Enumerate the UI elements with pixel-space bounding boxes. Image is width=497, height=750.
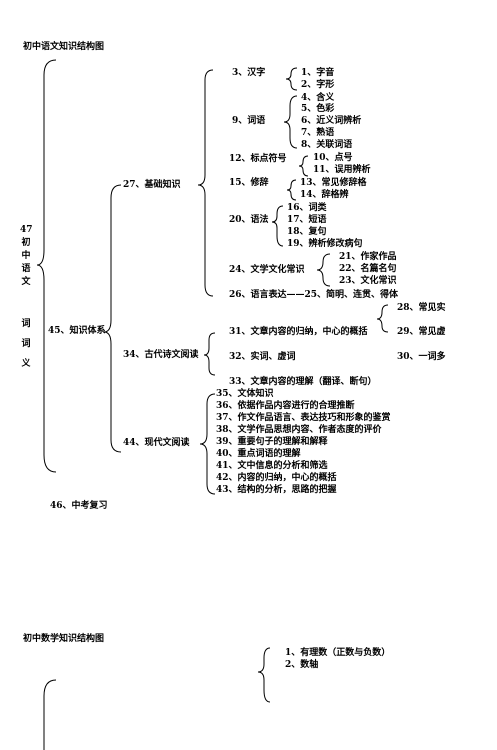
n9-bracket xyxy=(283,95,298,149)
math-items-bracket xyxy=(257,647,271,703)
node-31: 31、文章内容的归纳，中心的概括 xyxy=(229,327,368,337)
node-7: 7、熟语 xyxy=(301,128,335,138)
n34-bracket xyxy=(203,332,216,376)
node-13: 13、常见修辞格 xyxy=(300,178,367,188)
root-number: 47 xyxy=(20,225,33,235)
node-1: 1、字音 xyxy=(301,68,335,78)
node-16: 16、词类 xyxy=(287,203,327,213)
node-40: 40、重点词语的理解 xyxy=(216,449,301,459)
math-title: 初中数学知识结构图 xyxy=(23,634,105,644)
root-char-2: 中 xyxy=(21,251,31,261)
node-20: 20、语法 xyxy=(229,215,269,225)
node-12: 12、标点符号 xyxy=(229,154,287,164)
node-24: 24、文学文化常识 xyxy=(229,265,305,275)
n24-bracket xyxy=(316,253,331,287)
n12-bracket xyxy=(298,155,309,177)
node-19: 19、辨析修改病句 xyxy=(287,239,363,249)
node-37: 37、作文作品语言、表达技巧和形象的鉴赏 xyxy=(216,413,391,423)
n20-bracket xyxy=(271,205,284,247)
root-char-1: 初 xyxy=(21,238,31,248)
node-22: 22、名篇名句 xyxy=(339,264,397,274)
node-39: 39、重要句子的理解和解释 xyxy=(216,437,328,447)
root-char-5: 词 xyxy=(21,319,31,329)
node-15: 15、修辞 xyxy=(229,178,269,188)
node-14: 14、辞格辨 xyxy=(300,190,349,200)
n3-bracket xyxy=(285,67,298,91)
root-label: 47 初 中 语 文 xyxy=(20,224,33,289)
node-4: 4、含义 xyxy=(301,93,335,103)
node-23: 23、文化常识 xyxy=(339,276,397,286)
node-29: 29、常见虚 xyxy=(397,327,446,337)
n44-bracket xyxy=(199,393,216,495)
node-18: 18、复句 xyxy=(287,227,327,237)
node-10: 10、点号 xyxy=(313,153,353,163)
node-26: 26、语言表达——25、简明、连贯、得体 xyxy=(229,290,399,300)
node-42: 42、内容的归纳，中心的概括 xyxy=(216,473,337,483)
node-11: 11、误用辨析 xyxy=(313,165,371,175)
node-8: 8、关联词语 xyxy=(301,140,353,150)
node-3: 3、汉字 xyxy=(232,68,266,78)
n27-bracket xyxy=(197,69,214,297)
n31-bracket xyxy=(376,304,389,333)
root-char-6: 词 xyxy=(21,339,31,349)
root-label-2: 词 词 义 xyxy=(20,314,32,374)
node-30: 30、一词多 xyxy=(397,352,446,362)
node-6: 6、近义词辨析 xyxy=(301,116,362,126)
node-34: 34、古代诗文阅读 xyxy=(123,350,199,360)
math-item-1: 1、有理数（正数与负数） xyxy=(285,648,391,658)
math-root-bracket xyxy=(43,679,57,750)
node-46: 46、中考复习 xyxy=(50,501,108,511)
node-5: 5、色彩 xyxy=(301,104,335,114)
root-char-4: 文 xyxy=(21,277,31,287)
node-2: 2、字形 xyxy=(301,80,335,90)
node-21: 21、作家作品 xyxy=(339,252,397,262)
node-32: 32、实词、虚词 xyxy=(229,352,296,362)
root-bracket xyxy=(36,59,57,473)
node-17: 17、短语 xyxy=(287,215,327,225)
node-45: 45、知识体系 xyxy=(48,326,106,336)
node-36: 36、依据作品内容进行的合理推断 xyxy=(216,401,355,411)
math-item-2: 2、数轴 xyxy=(285,660,319,670)
node-44: 44、现代文阅读 xyxy=(123,438,190,448)
node-27: 27、基础知识 xyxy=(123,180,181,190)
root-char-3: 语 xyxy=(21,264,31,274)
node-28: 28、常见实 xyxy=(397,303,446,313)
n15-bracket xyxy=(286,179,297,201)
node-41: 41、文中信息的分析和筛选 xyxy=(216,461,328,471)
root-char-7: 义 xyxy=(21,359,31,369)
node-9: 9、词语 xyxy=(232,116,266,126)
node-35: 35、文体知识 xyxy=(216,389,274,399)
chinese-title: 初中语文知识结构图 xyxy=(23,42,105,52)
node-33: 33、文章内容的理解（翻译、断句） xyxy=(229,377,377,387)
node-43: 43、结构的分析，思路的把握 xyxy=(216,485,337,495)
node-38: 38、文学作品思想内容、作者态度的评价 xyxy=(216,425,382,435)
n45-bracket xyxy=(103,184,122,453)
